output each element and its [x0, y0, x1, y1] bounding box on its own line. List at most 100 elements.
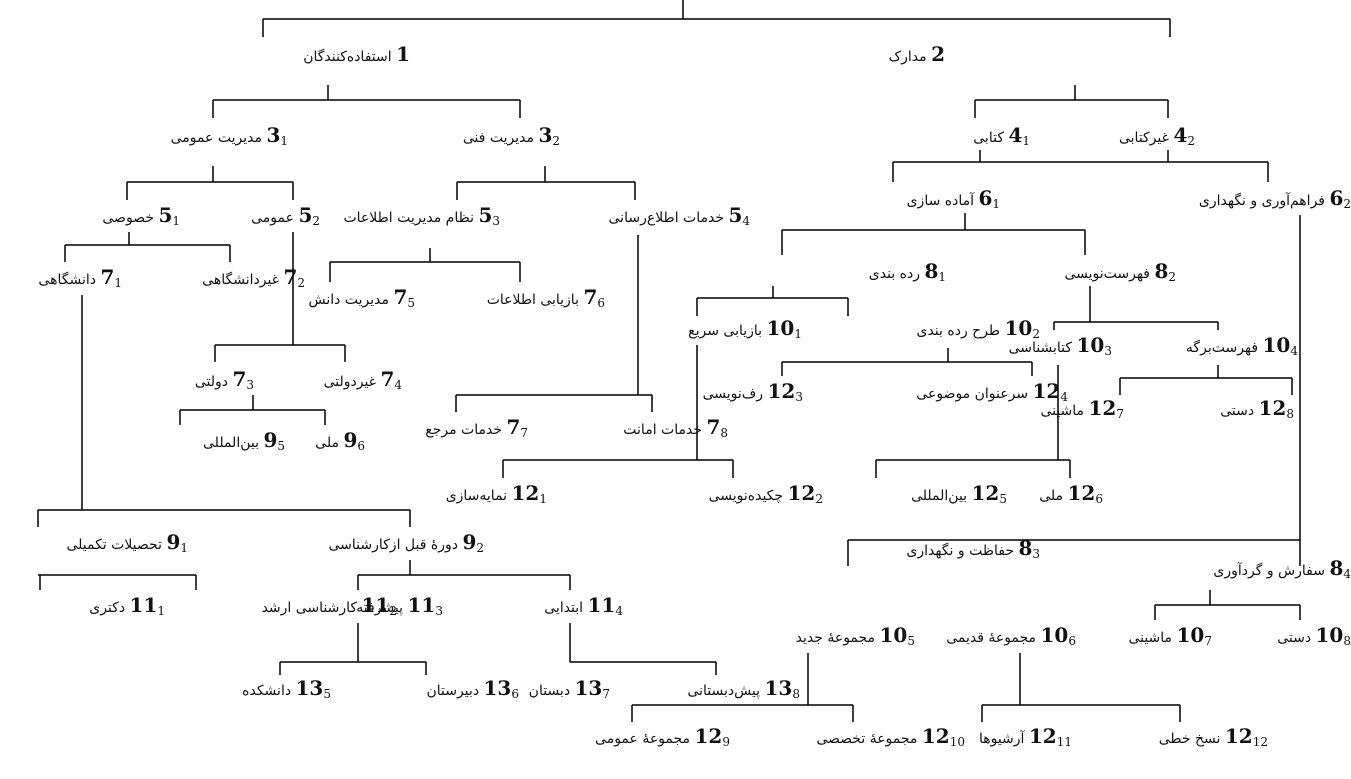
node-subscript: 4	[1060, 390, 1068, 404]
node-number: 7	[506, 415, 521, 439]
node-subscript: 2	[476, 541, 484, 555]
tree-node: 1 استفاده‌کنندگان	[303, 44, 410, 67]
node-number: 12	[971, 481, 1000, 505]
node-label: مجموعهٔ تخصصی	[816, 731, 922, 747]
node-subscript: 4	[742, 214, 750, 228]
tree-node: 128 دستی	[1220, 398, 1294, 424]
node-subscript: 5	[323, 687, 331, 701]
node-number: 11	[407, 593, 436, 617]
node-subscript: 4	[1343, 567, 1351, 581]
node-label: کتابشناسی	[1008, 340, 1077, 356]
node-number: 12	[1224, 724, 1253, 748]
node-number: 4	[1173, 123, 1188, 147]
tree-node: 71 دانشگاهی	[38, 267, 122, 293]
node-number: 3	[538, 123, 553, 147]
tree-node: 103 کتابشناسی	[1009, 335, 1112, 361]
node-subscript: 5	[907, 634, 915, 648]
tree-node: 102 طرح رده بندی	[917, 318, 1041, 344]
node-label: پیشرفته	[356, 600, 408, 616]
tree-node: 78 خدمات امانت	[623, 417, 728, 443]
node-subscript: 5	[407, 296, 415, 310]
tree-node: 111 دکتری	[89, 595, 165, 621]
node-label: مجموعهٔ عمومی	[595, 731, 695, 747]
node-label: سفارش و گردآوری	[1213, 563, 1330, 579]
node-label: دستی	[1220, 403, 1259, 419]
tree-node: 126 ملی	[1039, 483, 1103, 509]
tree-node: 129 مجموعهٔ عمومی	[595, 726, 730, 752]
node-subscript: 3	[1104, 344, 1112, 358]
tree-node: 101 بازیابی سریع	[688, 318, 802, 344]
node-number: 7	[283, 265, 298, 289]
node-number: 12	[1032, 379, 1061, 403]
node-number: 13	[483, 676, 512, 700]
node-number: 11	[587, 593, 616, 617]
tree-node: 108 دستی	[1277, 625, 1351, 651]
node-subscript: 4	[394, 378, 402, 392]
node-subscript: 2	[1032, 327, 1040, 341]
node-number: 5	[478, 203, 493, 227]
node-number: 10	[1315, 623, 1344, 647]
node-subscript: 1	[180, 541, 188, 555]
node-number: 2	[931, 42, 945, 66]
node-number: 1	[396, 42, 410, 66]
node-label: بین‌المللی	[911, 488, 972, 504]
node-number: 4	[1008, 123, 1023, 147]
node-subscript: 11	[1056, 735, 1072, 749]
node-label: کتابی	[973, 130, 1009, 146]
tree-node: 1211 آرشیوها	[979, 726, 1072, 752]
node-label: غیردولتی	[323, 374, 381, 390]
tree-node: 84 سفارش و گردآوری	[1213, 558, 1351, 584]
node-label: مجموعهٔ قدیمی	[946, 630, 1041, 646]
tree-node: 62 فراهم‌آوری و نگهداری	[1199, 188, 1351, 214]
node-subscript: 3	[246, 378, 254, 392]
node-label: فراهم‌آوری و نگهداری	[1198, 193, 1330, 209]
node-label: استفاده‌کنندگان	[303, 49, 397, 65]
tree-node: 91 تحصیلات تکمیلی	[66, 532, 188, 558]
node-number: 7	[380, 367, 395, 391]
node-label: خدمات امانت	[623, 422, 707, 438]
node-label: دانشکده	[242, 683, 296, 699]
node-label: حفاظت و نگهداری	[906, 543, 1019, 559]
node-number: 8	[924, 259, 939, 283]
tree-node: 83 حفاظت و نگهداری	[906, 538, 1040, 564]
node-label: بازیابی سریع	[688, 323, 767, 339]
node-number: 12	[1028, 724, 1057, 748]
node-label: تحصیلات تکمیلی	[66, 537, 167, 553]
node-number: 8	[1154, 259, 1169, 283]
node-subscript: 5	[277, 439, 285, 453]
node-number: 3	[266, 123, 281, 147]
node-subscript: 2	[1168, 270, 1176, 284]
node-number: 5	[158, 203, 173, 227]
node-number: 12	[921, 724, 950, 748]
node-label: بین‌المللی	[203, 435, 264, 451]
node-subscript: 2	[1343, 197, 1351, 211]
node-subscript: 3	[795, 390, 803, 404]
node-subscript: 3	[492, 214, 500, 228]
node-subscript: 6	[357, 439, 365, 453]
node-label: دورهٔ قبل ازکارشناسی	[328, 537, 463, 553]
node-subscript: 9	[722, 735, 730, 749]
node-label: دستی	[1277, 630, 1316, 646]
node-subscript: 8	[1286, 407, 1294, 421]
tree-node: 75 مدیریت دانش	[309, 287, 415, 313]
tree-node: 137 دبستان	[529, 678, 610, 704]
node-subscript: 1	[280, 134, 288, 148]
node-label: فهرست‌برگه	[1185, 340, 1263, 356]
node-subscript: 7	[520, 426, 528, 440]
node-label: عمومی	[251, 210, 299, 226]
node-number: 13	[574, 676, 603, 700]
node-number: 10	[879, 623, 908, 647]
node-label: ابتدایی	[544, 600, 588, 616]
tree-node: 105 مجموعهٔ جدید	[796, 625, 915, 651]
node-subscript: 2	[552, 134, 560, 148]
node-label: طرح رده بندی	[916, 323, 1005, 339]
node-number: 10	[1262, 333, 1291, 357]
tree-node: 121 نمایه‌سازی	[446, 483, 547, 509]
node-label: دبیرستان	[426, 683, 484, 699]
node-subscript: 4	[615, 604, 623, 618]
node-number: 8	[1329, 556, 1344, 580]
node-subscript: 4	[1290, 344, 1298, 358]
node-subscript: 12	[1252, 735, 1268, 749]
node-subscript: 3	[435, 604, 443, 618]
